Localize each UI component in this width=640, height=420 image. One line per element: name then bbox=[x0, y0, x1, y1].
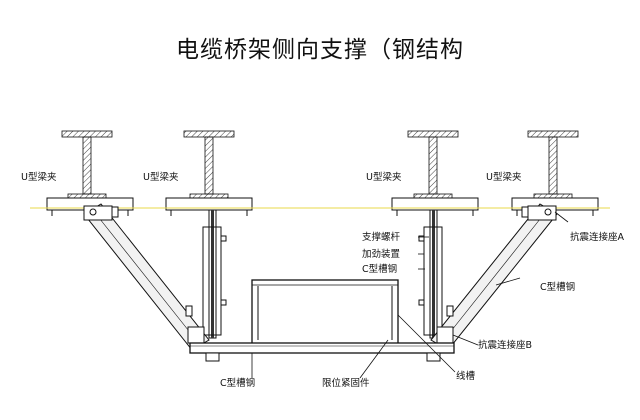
label-u-beam-clamp-4: U型梁夹 bbox=[486, 171, 522, 183]
label-stiffener: 加劲装置 bbox=[362, 248, 400, 260]
leader-lines bbox=[251, 211, 569, 379]
u-beam-clamp-3 bbox=[391, 197, 479, 216]
label-u-beam-clamp-1: U型梁夹 bbox=[21, 171, 57, 183]
steel-beam-3 bbox=[407, 130, 459, 200]
label-cable-tray: 线槽 bbox=[456, 370, 476, 382]
steel-beam-4 bbox=[527, 130, 579, 200]
label-seismic-seat-b: 抗震连接座B bbox=[478, 339, 532, 351]
diagram-title: 电缆桥架侧向支撑（钢结构 bbox=[176, 37, 464, 63]
seismic-seat-a-right bbox=[521, 205, 557, 221]
seismic-seat-a-left bbox=[83, 205, 119, 221]
label-u-beam-clamp-3: U型梁夹 bbox=[366, 171, 402, 183]
steel-beam-2 bbox=[183, 130, 235, 200]
stiffener-left bbox=[202, 226, 222, 336]
support-rod-left bbox=[208, 209, 217, 339]
rod-nuts bbox=[205, 352, 441, 362]
label-seismic-seat-a: 抗震连接座A bbox=[570, 231, 625, 243]
steel-beam-1 bbox=[61, 130, 113, 200]
label-limit-fastener: 限位紧固件 bbox=[322, 377, 370, 389]
bottom-c-channel bbox=[189, 342, 455, 354]
stiffener-bolts bbox=[220, 235, 425, 306]
label-support-rod: 支撑螺杆 bbox=[362, 231, 401, 243]
cable-tray bbox=[251, 279, 399, 345]
label-u-beam-clamp-2: U型梁夹 bbox=[143, 171, 179, 183]
label-c-channel-rod: C型槽钢 bbox=[362, 263, 397, 275]
label-c-channel-bottom: C型槽钢 bbox=[220, 377, 255, 389]
label-c-channel-brace: C型槽钢 bbox=[540, 281, 575, 293]
support-rod-right bbox=[429, 209, 438, 339]
stiffener-right bbox=[423, 226, 443, 336]
